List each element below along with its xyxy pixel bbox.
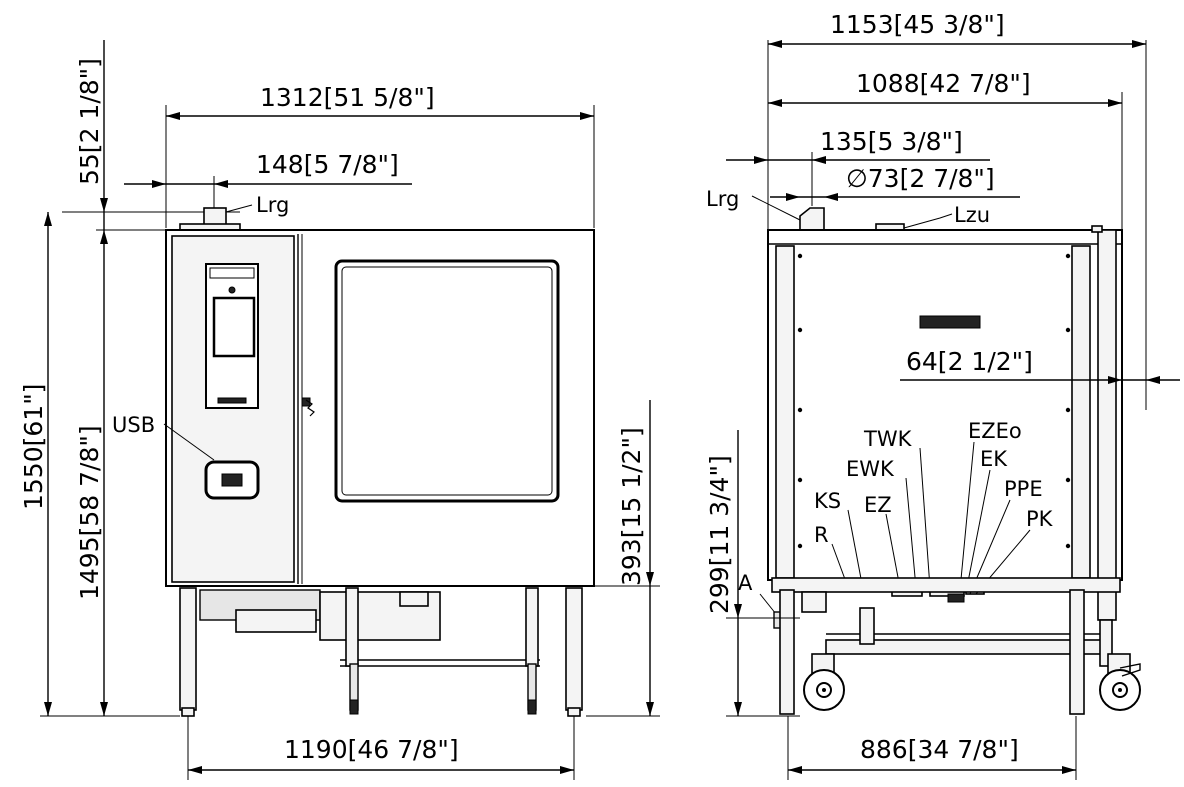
label-usb: USB (112, 413, 155, 437)
dim-body-depth: 1088[42 7/8"] (856, 69, 1031, 98)
label-conn-ezeo: EZEo (968, 419, 1022, 443)
dim-flue-height: 55[2 1/8"] (75, 58, 104, 185)
label-conn-pk: PK (1026, 507, 1054, 531)
side-leg-front (779, 589, 795, 715)
castor-front (803, 653, 845, 711)
dim-side-flue-offset: 135[5 3/8"] (820, 127, 963, 156)
dim-overall-height: 1550[61"] (19, 384, 48, 510)
dim-leg-depth: 886[34 7/8"] (860, 735, 1019, 764)
dim-overall-width: 1312[51 5/8"] (260, 83, 435, 112)
label-conn-ks: KS (814, 489, 841, 513)
dim-connection-height: 299[11 3/4"] (705, 455, 734, 614)
rivets (797, 253, 1071, 549)
vent-slot (919, 315, 981, 329)
dim-flue-diameter: ∅73[2 7/8"] (846, 164, 995, 193)
side-view: 1153[45 3/8"] 1088[42 7/8"] 135[5 3/8"] … (705, 10, 1180, 780)
label-conn-ez: EZ (864, 493, 892, 517)
connection-labels: TWK EZEo EWK EK PPE KS EZ PK R A (738, 419, 1054, 595)
label-lrg-front: Lrg (256, 193, 289, 217)
label-conn-a: A (738, 571, 753, 595)
label-conn-twk: TWK (863, 427, 913, 451)
front-view: 1312[51 5/8"] 148[5 7/8"] 55[2 1/8"] 155… (19, 40, 660, 780)
front-leg-left (179, 587, 197, 711)
label-conn-ppe: PPE (1004, 477, 1043, 501)
dim-leg-width: 1190[46 7/8"] (284, 735, 459, 764)
touch-screen (212, 296, 256, 358)
label-lzu: Lzu (954, 203, 990, 227)
oven-window (334, 259, 560, 503)
castor-rear (1099, 653, 1141, 711)
label-conn-r: R (814, 523, 829, 547)
dim-body-height: 1495[58 7/8"] (75, 425, 104, 600)
dim-overall-depth: 1153[45 3/8"] (830, 10, 1005, 39)
label-conn-ewk: EWK (846, 457, 895, 481)
dim-flue-offset: 148[5 7/8"] (256, 150, 399, 179)
dim-rear-offset: 64[2 1/2"] (906, 347, 1033, 376)
side-cabinet (767, 229, 1123, 581)
dim-leg-height: 393[15 1/2"] (617, 427, 646, 586)
label-conn-ek: EK (980, 447, 1008, 471)
side-leg-rear (1069, 589, 1085, 715)
label-lrg-side: Lrg (706, 187, 739, 211)
front-leg-right (565, 587, 583, 711)
